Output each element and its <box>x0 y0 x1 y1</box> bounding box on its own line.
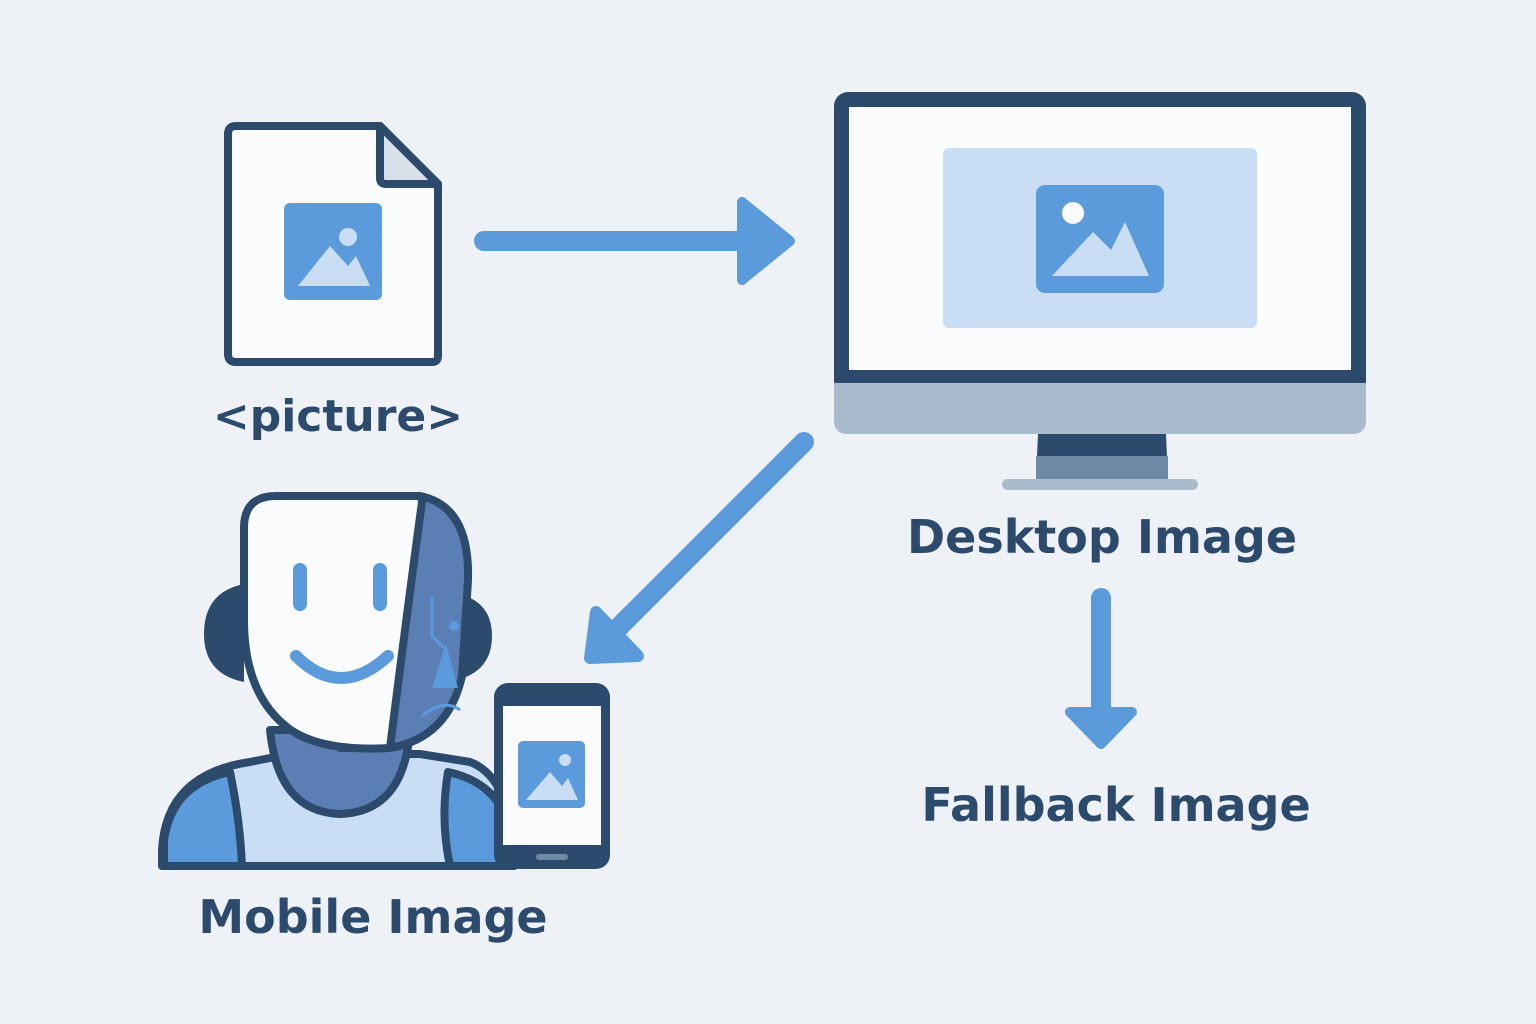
desktop-image-label: Desktop Image <box>906 510 1298 564</box>
file-image-icon <box>224 122 442 366</box>
smartphone-icon <box>494 683 610 869</box>
mobile-image-label: Mobile Image <box>198 890 548 944</box>
arrow-down-left-icon <box>584 432 814 664</box>
arrow-down-icon <box>1065 588 1137 749</box>
fallback-image-label: Fallback Image <box>921 778 1311 832</box>
desktop-monitor-icon <box>834 92 1366 490</box>
person-robot-icon <box>158 492 518 870</box>
arrow-right-icon <box>474 197 795 285</box>
picture-label: <picture> <box>212 391 464 442</box>
